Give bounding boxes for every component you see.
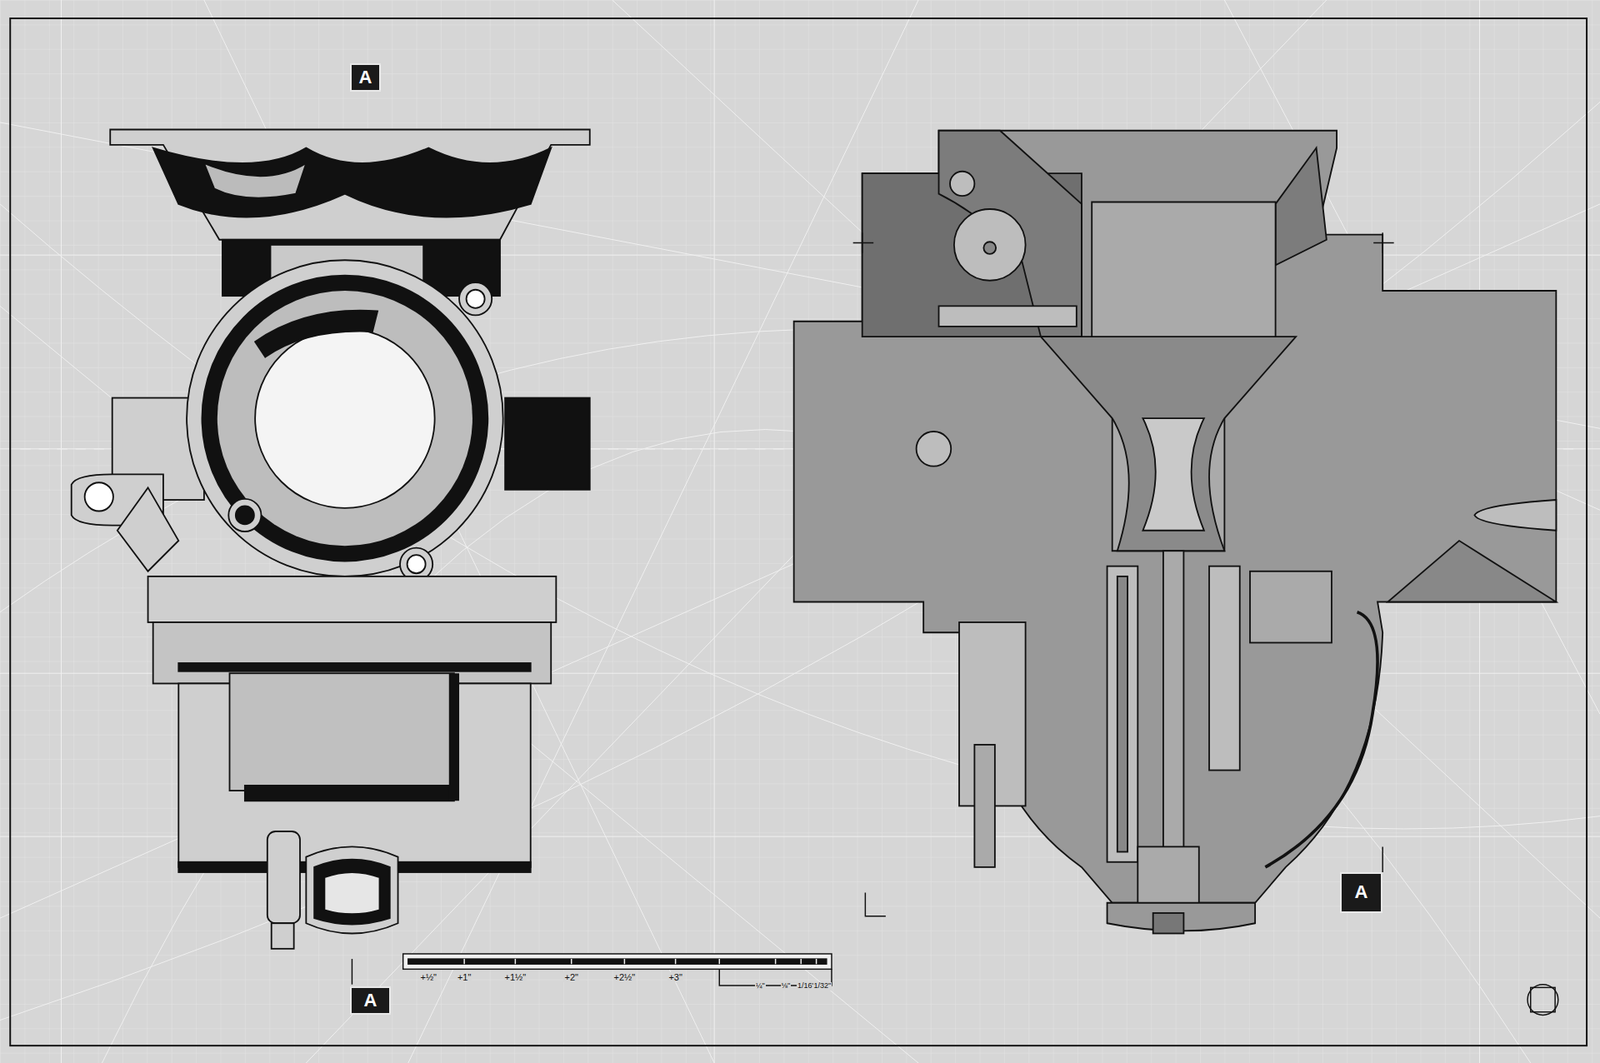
section-letter: A bbox=[1355, 883, 1369, 902]
scale-label: +1" bbox=[456, 972, 472, 983]
section-marker: A bbox=[1340, 872, 1383, 914]
scale-label: 1/32" bbox=[813, 982, 833, 991]
section-letter: A bbox=[364, 991, 378, 1010]
scale-label: +2½" bbox=[613, 972, 637, 983]
scale-label: +2" bbox=[563, 972, 579, 983]
section-marker: A bbox=[350, 63, 381, 92]
scale-label: ¼" bbox=[755, 982, 766, 991]
section-marker: A bbox=[350, 986, 391, 1015]
scale-label: +½" bbox=[420, 972, 439, 983]
scale-label: ⅛" bbox=[780, 982, 792, 991]
section-letter: A bbox=[358, 68, 372, 87]
scale-label: +3" bbox=[667, 972, 683, 983]
scale-label: +1½" bbox=[504, 972, 528, 983]
